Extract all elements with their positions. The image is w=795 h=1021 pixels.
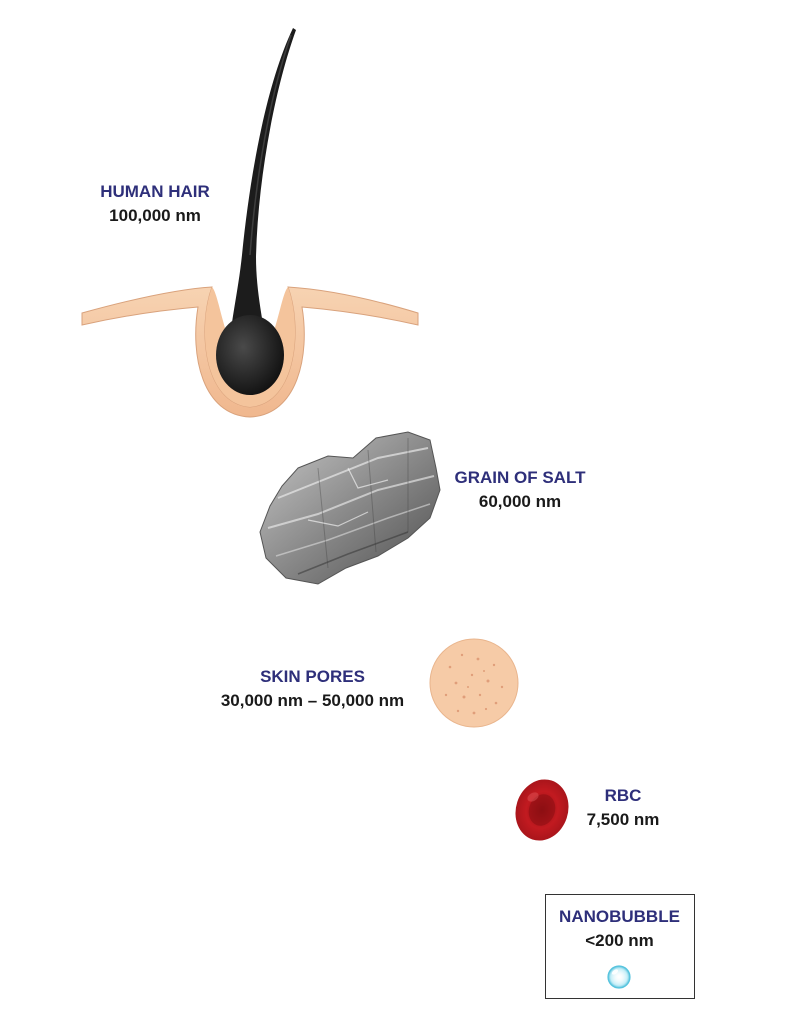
- salt-crystal-icon: [259, 431, 441, 585]
- grain-of-salt-label: GRAIN OF SALT 60,000 nm: [445, 467, 595, 513]
- nanobubble-size: <200 nm: [585, 931, 654, 951]
- nanobubble-label: NANOBUBBLE <200 nm: [546, 906, 693, 952]
- bubble-icon: [607, 965, 631, 989]
- skin-pores-name: SKIN PORES: [260, 667, 365, 686]
- nanobubble-box: NANOBUBBLE <200 nm: [545, 894, 695, 999]
- grain-of-salt-size: 60,000 nm: [478, 492, 562, 512]
- human-hair-size: 100,000 nm: [109, 206, 201, 226]
- skin-pores-label: SKIN PORES 30,000 nm – 50,000 nm: [205, 666, 420, 712]
- skin-pores-size: 30,000 nm – 50,000 nm: [220, 691, 405, 711]
- skin-pore-disc-icon: [429, 638, 519, 728]
- rbc-label: RBC 7,500 nm: [573, 785, 673, 831]
- human-hair-label: HUMAN HAIR 100,000 nm: [80, 181, 230, 227]
- hair-follicle-icon: [81, 28, 419, 418]
- rbc-name: RBC: [604, 786, 642, 805]
- grain-of-salt-name: GRAIN OF SALT: [454, 468, 586, 487]
- nanobubble-name: NANOBUBBLE: [559, 907, 680, 926]
- red-blood-cell-icon: [515, 779, 569, 841]
- rbc-size: 7,500 nm: [586, 810, 660, 830]
- human-hair-name: HUMAN HAIR: [100, 182, 210, 201]
